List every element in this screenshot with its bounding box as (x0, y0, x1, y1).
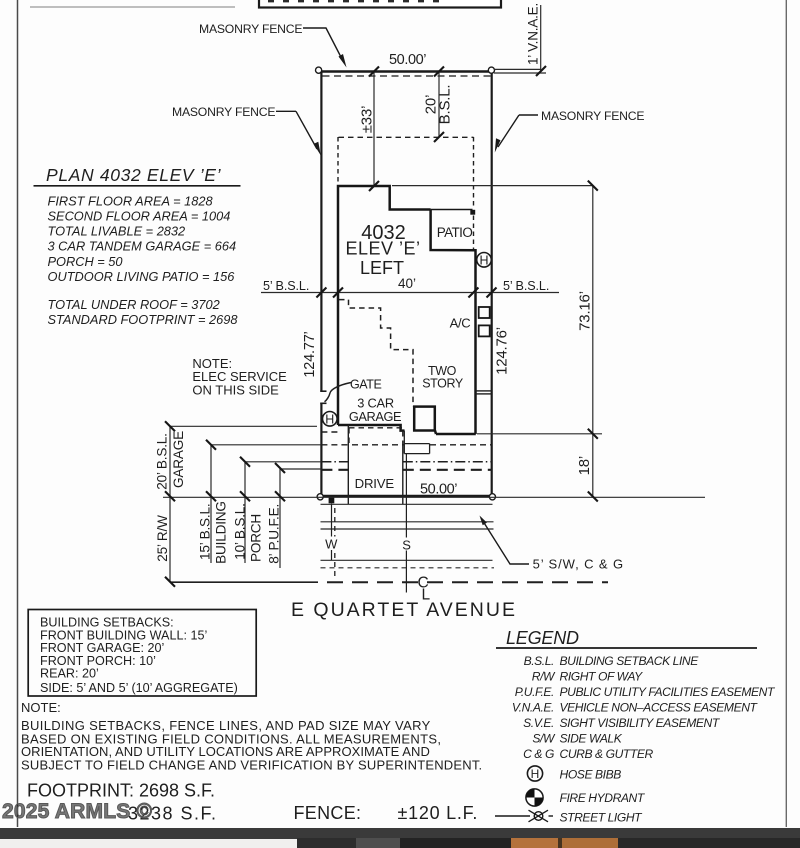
svg-text:B.S.L.: B.S.L. (437, 85, 454, 125)
svg-text:TOTAL LIVABLE = 2832: TOTAL LIVABLE = 2832 (48, 224, 186, 239)
svg-text:GARAGE: GARAGE (171, 431, 186, 488)
svg-text:L: L (422, 587, 431, 604)
svg-text:20’: 20’ (423, 95, 440, 114)
svg-text:18’: 18’ (576, 456, 593, 475)
svg-text:STREET LIGHT: STREET LIGHT (560, 811, 644, 825)
svg-text:ELEV ’E’: ELEV ’E’ (345, 239, 420, 259)
svg-text:H: H (325, 412, 334, 426)
svg-text:124.76’: 124.76’ (494, 327, 511, 375)
svg-text:PLAN 4032 ELEV ’E’: PLAN 4032 ELEV ’E’ (46, 165, 222, 185)
svg-text:H: H (479, 253, 488, 267)
svg-text:73.16’: 73.16’ (577, 291, 594, 331)
svg-text:15’ B.S.L.: 15’ B.S.L. (198, 504, 213, 560)
svg-text:MASONRY FENCE: MASONRY FENCE (172, 105, 275, 119)
svg-text:S/W: S/W (532, 732, 556, 746)
svg-text:STANDARD FOOTPRINT = 2698: STANDARD FOOTPRINT = 2698 (48, 312, 239, 327)
svg-text:SIDE WALK: SIDE WALK (560, 732, 623, 746)
svg-text:8’ P.U.F.E.: 8’ P.U.F.E. (267, 504, 282, 564)
svg-text:40’: 40’ (398, 276, 416, 291)
svg-text:LEFT: LEFT (360, 258, 404, 278)
svg-text:OUTDOOR LIVING PATIO = 156: OUTDOOR LIVING PATIO = 156 (48, 269, 236, 284)
svg-text:3 CAR TANDEM GARAGE = 664: 3 CAR TANDEM GARAGE = 664 (48, 239, 237, 254)
svg-text:3238 S.F.: 3238 S.F. (128, 804, 218, 824)
svg-text:DRIVE: DRIVE (355, 476, 395, 491)
svg-text:FOOTPRINT: 2698 S.F.: FOOTPRINT: 2698 S.F. (27, 781, 215, 801)
svg-text:BUILDING: BUILDING (214, 501, 229, 564)
svg-text:CURB & GUTTER: CURB & GUTTER (560, 747, 654, 761)
svg-text:VEHICLE NON–ACCESS EASEMENT: VEHICLE NON–ACCESS EASEMENT (560, 701, 759, 715)
svg-text:2025 ARMLS ©: 2025 ARMLS © (2, 800, 152, 823)
svg-text:ELEC SERVICE: ELEC SERVICE (192, 369, 287, 384)
svg-text:BASED ON EXISTING FIELD CONDIT: BASED ON EXISTING FIELD CONDITIONS. ALL … (21, 732, 441, 747)
svg-text:FENCE:: FENCE: (294, 803, 362, 823)
svg-text:3 CAR: 3 CAR (357, 396, 394, 411)
svg-text:FRONT GARAGE: 20’: FRONT GARAGE: 20’ (40, 641, 165, 655)
svg-text:FIRST FLOOR AREA = 1828: FIRST FLOOR AREA = 1828 (48, 193, 214, 208)
svg-text:GATE: GATE (350, 377, 382, 391)
svg-text:25’ R/W: 25’ R/W (155, 515, 170, 562)
svg-text:124.77’: 124.77’ (302, 331, 318, 377)
svg-text:FRONT PORCH: 10’: FRONT PORCH: 10’ (40, 654, 156, 668)
svg-text:R/W: R/W (532, 670, 556, 684)
svg-text:C: C (418, 575, 429, 592)
svg-text:5’ S/W, C & G: 5’ S/W, C & G (533, 557, 624, 572)
svg-text:BUILDING SETBACKS:: BUILDING SETBACKS: (40, 615, 174, 629)
svg-text:PORCH: PORCH (249, 514, 264, 562)
svg-text:H: H (531, 767, 540, 781)
svg-text:STORY: STORY (422, 377, 464, 391)
svg-text:LEGEND: LEGEND (506, 628, 579, 648)
svg-text:E QUARTET AVENUE: E QUARTET AVENUE (291, 599, 517, 621)
svg-text:SIGHT VISIBILITY EASEMENT: SIGHT VISIBILITY EASEMENT (560, 716, 721, 730)
svg-text:±120 L.F.: ±120 L.F. (398, 803, 479, 823)
svg-text:50.00’: 50.00’ (420, 482, 457, 498)
svg-text:S.V.E.: S.V.E. (523, 716, 554, 730)
svg-text:MASONRY FENCE: MASONRY FENCE (541, 109, 644, 123)
svg-text:±33’: ±33’ (359, 106, 376, 133)
svg-text:HOSE BIBB: HOSE BIBB (560, 767, 622, 781)
svg-text:FRONT BUILDING WALL: 15’: FRONT BUILDING WALL: 15’ (40, 628, 207, 642)
svg-text:50.00’: 50.00’ (389, 52, 426, 68)
svg-text:PATIO: PATIO (437, 225, 473, 240)
svg-text:BUILDING SETBACKS, FENCE LINES: BUILDING SETBACKS, FENCE LINES, AND PAD … (21, 718, 431, 733)
svg-text:NOTE:: NOTE: (21, 700, 61, 715)
svg-text:BUILDING SETBACK LINE: BUILDING SETBACK LINE (560, 654, 700, 668)
svg-text:MASONRY FENCE: MASONRY FENCE (199, 22, 302, 36)
svg-text:A/C: A/C (450, 316, 471, 331)
svg-text:SECOND FLOOR AREA = 1004: SECOND FLOOR AREA = 1004 (48, 209, 231, 224)
svg-text:NOTE:: NOTE: (192, 356, 232, 371)
svg-text:20’ B.S.L.: 20’ B.S.L. (155, 433, 170, 489)
svg-text:ON THIS SIDE: ON THIS SIDE (192, 383, 279, 398)
svg-text:TWO: TWO (428, 364, 457, 378)
svg-text:FIRE HYDRANT: FIRE HYDRANT (560, 791, 646, 805)
svg-text:4032: 4032 (361, 222, 406, 244)
svg-text:10’ B.S.L.: 10’ B.S.L. (233, 503, 248, 559)
svg-text:TOTAL UNDER ROOF = 3702: TOTAL UNDER ROOF = 3702 (48, 297, 220, 312)
svg-text:PORCH = 50: PORCH = 50 (48, 254, 124, 269)
svg-text:ORIENTATION, AND UTILITY LOCAT: ORIENTATION, AND UTILITY LOCATIONS ARE A… (21, 744, 430, 759)
svg-text:V.N.A.E.: V.N.A.E. (512, 701, 554, 715)
svg-text:C & G: C & G (523, 747, 554, 761)
svg-text:SUBJECT TO FIELD CHANGE AND VE: SUBJECT TO FIELD CHANGE AND VERIFICATION… (21, 758, 482, 773)
svg-text:SIDE: 5’ AND 5’ (10’ AGGREGATE: SIDE: 5’ AND 5’ (10’ AGGREGATE) (40, 681, 238, 695)
svg-text:B.S.L.: B.S.L. (524, 654, 554, 668)
svg-text:RIGHT OF WAY: RIGHT OF WAY (560, 670, 644, 684)
svg-text:5’ B.S.L.: 5’ B.S.L. (503, 279, 549, 293)
svg-text:GARAGE: GARAGE (349, 409, 401, 424)
svg-text:PUBLIC UTILITY FACILITIES EASE: PUBLIC UTILITY FACILITIES EASEMENT (560, 685, 776, 699)
svg-text:1’ V.N.A.E.: 1’ V.N.A.E. (526, 3, 541, 65)
svg-text:5’ B.S.L.: 5’ B.S.L. (263, 279, 309, 293)
svg-text:P.U.F.E.: P.U.F.E. (515, 685, 554, 699)
svg-text:W: W (325, 537, 338, 552)
svg-text:S: S (402, 538, 411, 553)
svg-text:REAR: 20’: REAR: 20’ (40, 667, 99, 681)
